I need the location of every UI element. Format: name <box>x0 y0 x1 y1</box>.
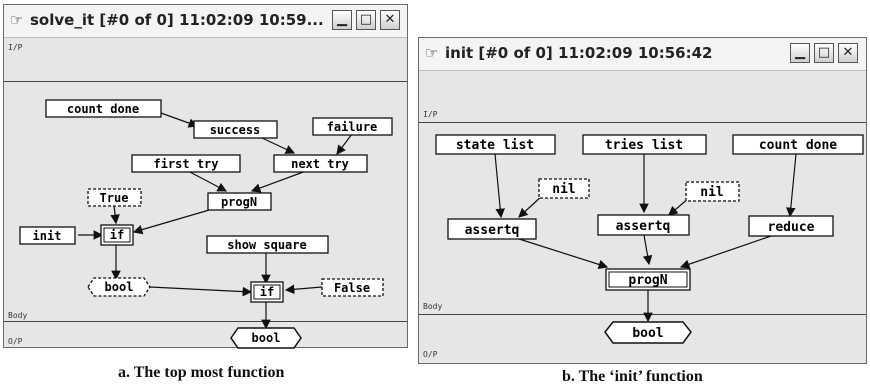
node-count-done[interactable]: count done <box>45 99 162 118</box>
node-progn[interactable]: progN <box>605 268 691 291</box>
svg-text:count done: count done <box>759 138 837 153</box>
title-bar[interactable]: ☞ solve_it [#0 of 0] 11:02:09 10:59... ▁… <box>4 5 407 38</box>
minimize-button[interactable]: ▁ <box>332 10 352 30</box>
svg-text:nil: nil <box>552 182 575 197</box>
node-first-try[interactable]: first try <box>131 154 241 173</box>
lane-label-body: Body <box>8 311 28 320</box>
maximize-button[interactable]: □ <box>814 43 834 63</box>
lane-label-ip: I/P <box>8 43 23 52</box>
window-title: solve_it [#0 of 0] 11:02:09 10:59... <box>30 11 324 29</box>
lane-separator <box>4 81 407 82</box>
function-diagram: state list tries list count done nil nil… <box>435 134 864 344</box>
svg-text:next try: next try <box>291 157 349 171</box>
node-next-try[interactable]: next try <box>273 154 368 173</box>
eye-icon: ☞ <box>10 11 24 29</box>
svg-text:bool: bool <box>632 326 663 341</box>
node-nil-2[interactable]: nil <box>685 181 740 202</box>
lane-separator <box>4 321 407 322</box>
lane-separator <box>419 314 866 315</box>
svg-text:False: False <box>334 281 370 295</box>
svg-text:nil: nil <box>700 185 723 200</box>
svg-text:if: if <box>110 228 124 242</box>
node-false-constant[interactable]: False <box>321 278 384 297</box>
svg-text:show square: show square <box>227 238 306 252</box>
node-true-constant[interactable]: True <box>87 188 142 207</box>
node-failure[interactable]: failure <box>312 117 393 136</box>
node-count-done[interactable]: count done <box>732 134 864 155</box>
node-bool-output[interactable]: bool <box>604 321 692 344</box>
edges <box>78 112 353 330</box>
svg-text:assertq: assertq <box>616 219 671 234</box>
function-diagram: count done success failure first try nex… <box>19 99 393 349</box>
node-progn[interactable]: progN <box>207 192 272 211</box>
svg-text:first try: first try <box>153 157 218 171</box>
caption-panel-a: a. The top most function <box>118 364 285 381</box>
node-bool-output[interactable]: bool <box>230 327 302 349</box>
node-assertq-2[interactable]: assertq <box>597 214 690 236</box>
close-button[interactable]: ✕ <box>380 10 400 30</box>
svg-text:tries list: tries list <box>605 138 683 153</box>
svg-text:True: True <box>100 191 129 205</box>
title-bar[interactable]: ☞ init [#0 of 0] 11:02:09 10:56:42 ▁ □ ✕ <box>419 38 866 71</box>
node-tries-list[interactable]: tries list <box>582 134 707 155</box>
svg-text:progN: progN <box>221 195 257 209</box>
lane-separator <box>419 122 866 123</box>
node-if-2[interactable]: if <box>250 281 284 303</box>
window-init: ☞ init [#0 of 0] 11:02:09 10:56:42 ▁ □ ✕… <box>418 37 867 364</box>
svg-text:progN: progN <box>628 273 667 288</box>
close-button[interactable]: ✕ <box>838 43 858 63</box>
node-show-square[interactable]: show square <box>206 235 329 254</box>
lane-label-ip: I/P <box>423 110 438 119</box>
window-solve-it: ☞ solve_it [#0 of 0] 11:02:09 10:59... ▁… <box>3 4 408 349</box>
svg-text:bool: bool <box>252 331 281 345</box>
maximize-button[interactable]: □ <box>356 10 376 30</box>
svg-text:if: if <box>260 285 274 299</box>
node-assertq-1[interactable]: assertq <box>447 218 537 240</box>
minimize-button[interactable]: ▁ <box>790 43 810 63</box>
svg-text:failure: failure <box>327 120 378 134</box>
svg-text:bool: bool <box>105 280 134 294</box>
svg-text:state list: state list <box>456 138 534 153</box>
svg-text:reduce: reduce <box>768 220 815 235</box>
window-title: init [#0 of 0] 11:02:09 10:56:42 <box>445 44 713 62</box>
svg-text:count done: count done <box>67 102 139 116</box>
node-bool-variable[interactable]: bool <box>87 277 151 297</box>
node-init[interactable]: init <box>19 226 76 245</box>
eye-icon: ☞ <box>425 44 439 62</box>
caption-panel-b: b. The ‘init’ function <box>562 368 703 385</box>
svg-text:init: init <box>33 229 62 243</box>
lane-label-op: O/P <box>423 350 438 359</box>
svg-text:assertq: assertq <box>465 223 520 238</box>
lane-label-body: Body <box>423 302 443 311</box>
node-if-1[interactable]: if <box>100 224 134 246</box>
node-nil-1[interactable]: nil <box>538 178 590 199</box>
svg-text:success: success <box>210 123 261 137</box>
node-state-list[interactable]: state list <box>435 134 556 155</box>
node-success[interactable]: success <box>193 120 278 139</box>
lane-label-op: O/P <box>8 337 23 346</box>
node-reduce[interactable]: reduce <box>748 215 834 237</box>
